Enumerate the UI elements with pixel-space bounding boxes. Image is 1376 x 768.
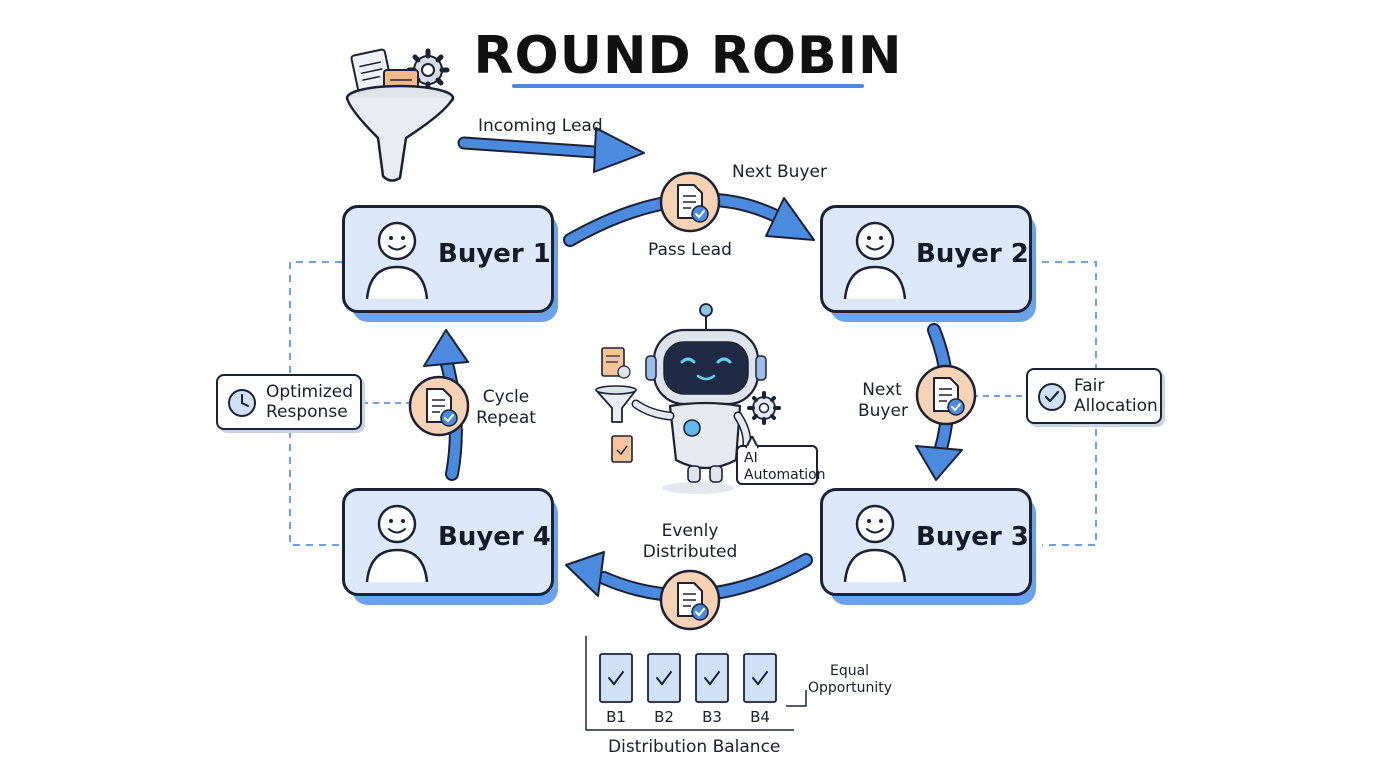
next-buyer-right-label: Next Buyer bbox=[858, 380, 908, 421]
buyer-2-card: Buyer 2 bbox=[820, 205, 1036, 322]
buyer-1-card: Buyer 1 bbox=[342, 205, 558, 322]
funnel-icon bbox=[345, 48, 455, 182]
check-icon bbox=[608, 671, 624, 686]
person-icon bbox=[365, 221, 429, 300]
title-underline bbox=[512, 84, 864, 88]
incoming-lead-label: Incoming Lead bbox=[478, 116, 603, 136]
equal-opportunity-note: Equal Opportunity bbox=[808, 663, 893, 696]
evenly-distributed-label: Evenly Distributed bbox=[642, 521, 738, 562]
person-icon bbox=[843, 221, 907, 300]
check-icon bbox=[656, 671, 672, 686]
check-icon bbox=[752, 671, 768, 686]
distribution-bar-label: B4 bbox=[750, 708, 770, 726]
distribution-balance-caption: Distribution Balance bbox=[608, 737, 781, 757]
buyer-4-card: Buyer 4 bbox=[342, 488, 558, 605]
bubble-tail bbox=[745, 436, 759, 452]
distribution-bar-label: B3 bbox=[702, 708, 722, 726]
fair-allocation-tag: Fair Allocation bbox=[1026, 368, 1162, 424]
document-check-icon bbox=[915, 364, 977, 426]
person-icon bbox=[843, 504, 907, 583]
buyer-2-label: Buyer 2 bbox=[916, 239, 1029, 269]
distribution-balance-chart bbox=[585, 636, 794, 731]
person-icon bbox=[365, 504, 429, 583]
distribution-bar-b3 bbox=[695, 653, 729, 703]
distribution-bar-b2 bbox=[647, 653, 681, 703]
check-circle-icon bbox=[1038, 383, 1066, 411]
fair-allocation-text: Fair Allocation bbox=[1074, 376, 1158, 416]
diagram-title: ROUND ROBIN bbox=[473, 26, 903, 86]
document-check-icon bbox=[408, 375, 470, 437]
optimized-response-text: Optimized Response bbox=[266, 382, 354, 422]
buyer-1-label: Buyer 1 bbox=[438, 239, 551, 269]
left-dashed-connector bbox=[289, 261, 342, 546]
distribution-bar-b4 bbox=[743, 653, 777, 703]
distribution-bar-b1 bbox=[599, 653, 633, 703]
check-icon bbox=[704, 671, 720, 686]
clock-icon bbox=[228, 389, 256, 417]
floating-document-icon bbox=[601, 347, 633, 463]
document-check-icon bbox=[659, 171, 721, 233]
distribution-bar-label: B1 bbox=[606, 708, 626, 726]
buyer-4-label: Buyer 4 bbox=[438, 522, 551, 552]
cycle-repeat-label: Cycle Repeat bbox=[476, 387, 536, 428]
incoming-arrow bbox=[457, 127, 645, 173]
ai-automation-bubble: AI Automation bbox=[736, 445, 826, 485]
optimized-response-tag: Optimized Response bbox=[216, 374, 362, 430]
next-buyer-top-label: Next Buyer bbox=[732, 162, 827, 182]
pass-lead-label: Pass Lead bbox=[648, 240, 732, 260]
ai-automation-text: AI Automation bbox=[744, 450, 826, 483]
robot-icon bbox=[595, 303, 781, 494]
document-check-icon bbox=[659, 569, 721, 631]
equal-note-connector bbox=[786, 690, 807, 707]
buyer-3-card: Buyer 3 bbox=[820, 488, 1036, 605]
distribution-bar-label: B2 bbox=[654, 708, 674, 726]
buyer-3-label: Buyer 3 bbox=[916, 522, 1029, 552]
